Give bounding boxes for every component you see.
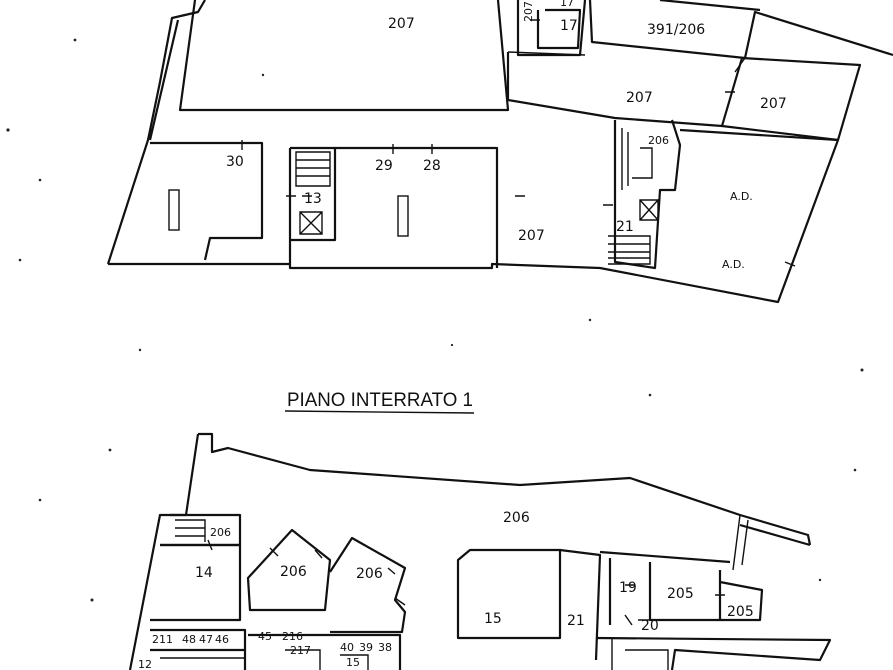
label-lower-206-d: 206 — [356, 566, 383, 582]
label-lower-206-b: 206 — [210, 526, 231, 539]
label-room-ad-a: A.D. — [730, 190, 753, 203]
room-ad-outline — [679, 128, 839, 142]
label-room-14: 14 — [195, 565, 213, 581]
floor-title-underline — [284, 410, 475, 414]
label-room-30: 30 — [226, 154, 244, 170]
label-room-207-e: 207 — [518, 228, 545, 244]
room-21-lower-outline — [559, 548, 731, 661]
label-room-206: 206 — [648, 134, 669, 147]
room-29-28-outline — [335, 146, 499, 268]
label-room-17-a: 17 — [560, 0, 574, 9]
label-room-19: 19 — [619, 580, 637, 596]
label-room-13: 13 — [304, 191, 322, 207]
label-room-211: 211 — [152, 633, 173, 646]
label-room-47: 47 — [199, 633, 213, 646]
label-room-15-a: 15 — [484, 611, 502, 627]
floor-title: PIANO INTERRATO 1 — [287, 390, 473, 411]
room-391-206-outline — [588, 0, 893, 60]
label-room-40: 40 — [340, 641, 354, 654]
room-206-a-outline — [246, 528, 332, 612]
room-14-outline — [150, 543, 242, 622]
label-room-17-b: 17 — [560, 18, 578, 34]
room-207-right-outline — [506, 52, 862, 141]
upper-plan-outline — [106, 0, 840, 304]
lower-plan: 206 206 14 206 206 15 21 19 205 205 20 2… — [128, 432, 832, 670]
room-13-outline — [288, 146, 337, 264]
label-room-ad-b: A.D. — [722, 258, 745, 271]
lower-plan-outline — [128, 432, 812, 670]
label-room-207-c: 207 — [626, 90, 653, 106]
upper-plan: 207 207 17 17 391/206 207 207 206 30 29 … — [106, 0, 893, 304]
label-room-216: 216 — [282, 630, 303, 643]
label-room-28: 28 — [423, 158, 441, 174]
label-room-45: 45 — [258, 630, 272, 643]
label-room-207-d: 207 — [760, 96, 787, 112]
room-21-outline — [613, 119, 682, 270]
label-lower-206-c: 206 — [280, 564, 307, 580]
scan-noise — [6, 38, 864, 602]
label-room-39: 39 — [359, 641, 373, 654]
label-room-391-206: 391/206 — [647, 22, 705, 38]
room-17-outline — [516, 0, 587, 57]
room-206-b-outline — [329, 536, 407, 634]
label-room-12: 12 — [138, 658, 152, 670]
label-room-207-a: 207 — [388, 16, 415, 32]
label-room-205-a: 205 — [667, 586, 694, 602]
label-room-21: 21 — [616, 219, 634, 235]
room-30-outline — [150, 141, 264, 261]
label-room-38: 38 — [378, 641, 392, 654]
room-15-outline — [456, 548, 562, 640]
label-room-15-b: 15 — [346, 656, 360, 669]
room-207-top-outline — [178, 0, 510, 112]
label-room-207-b: 207 — [522, 1, 535, 22]
label-lower-206-a: 206 — [503, 510, 530, 526]
label-room-20: 20 — [641, 618, 659, 634]
label-room-205-b: 205 — [727, 604, 754, 620]
label-room-29: 29 — [375, 158, 393, 174]
label-room-217: 217 — [290, 644, 311, 657]
label-room-21-lower: 21 — [567, 613, 585, 629]
label-room-46: 46 — [215, 633, 229, 646]
label-room-48: 48 — [182, 633, 196, 646]
